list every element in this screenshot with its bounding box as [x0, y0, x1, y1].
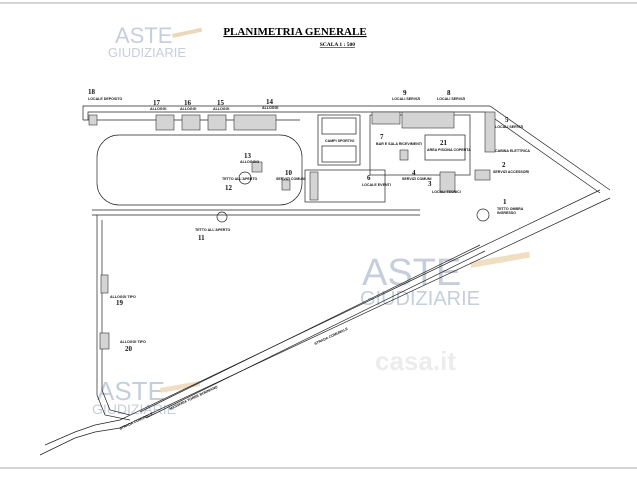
- svg-text:ASTE: ASTE: [115, 23, 172, 48]
- gazebo-1: [476, 208, 490, 222]
- casa-watermark: casa.it: [375, 346, 456, 376]
- page-title: PLANIMETRIA GENERALE: [223, 26, 366, 38]
- label-number: 15: [217, 99, 225, 107]
- building-3: [439, 171, 456, 193]
- label-text: SERVIZI ACCESSORI: [493, 170, 529, 174]
- building-5: [484, 111, 496, 153]
- label-text: CABINA ELETTRICA: [495, 149, 530, 153]
- label-number: 4: [412, 169, 416, 177]
- label-text: ALLOGGI TIPO: [120, 340, 146, 344]
- label-text: ALLOGGI TIPO: [110, 295, 136, 299]
- label-number: 20: [125, 345, 133, 353]
- building-6: [304, 169, 386, 203]
- building-20: [99, 332, 110, 350]
- building-16: [181, 114, 201, 131]
- label-number: 10: [285, 169, 293, 177]
- building-17: [155, 114, 175, 131]
- label-text: LOCALI SERVIZI: [392, 97, 420, 101]
- label-number: 14: [266, 98, 274, 106]
- aste-watermark: ASTE GIUDIZIARIE: [360, 251, 531, 310]
- label-text: TETTO ALL'APERTO: [195, 228, 231, 232]
- building-18: [88, 114, 98, 126]
- building-19: [100, 274, 109, 294]
- label-number: 6: [367, 174, 371, 182]
- label-text: CAMPI SPORTIVI: [325, 139, 354, 143]
- label-text: ALLOGGI: [213, 107, 229, 111]
- svg-text:GIUDIZIARIE: GIUDIZIARIE: [108, 45, 186, 60]
- building-14: [233, 114, 277, 131]
- building-2: [474, 169, 491, 181]
- label-number: 2: [502, 161, 506, 169]
- label-number: 16: [184, 99, 192, 107]
- label-number: 18: [88, 88, 96, 96]
- building-9: [371, 111, 401, 125]
- oval-field: [96, 134, 303, 206]
- label-number: 9: [403, 89, 407, 97]
- label-number: 3: [428, 180, 432, 188]
- scale-label: SCALA 1 : 500: [320, 42, 356, 48]
- label-text: SERVIZI COMUNI: [402, 177, 432, 181]
- gazebo-12: [238, 171, 252, 185]
- label-number: 13: [244, 152, 252, 160]
- building-15: [207, 114, 227, 131]
- aste-watermark: ASTE GIUDIZIARIE: [92, 376, 201, 417]
- label-text: ALLOGGIO: [240, 160, 259, 164]
- label-number: 5: [505, 116, 509, 124]
- road: [39, 189, 611, 456]
- label-number: 12: [225, 184, 233, 192]
- building-8: [401, 111, 455, 129]
- label-text: TETTO OMBRA: [497, 207, 524, 211]
- label-text: LOCALI SERVIZI: [437, 97, 465, 101]
- label-text: LOCALE DEPOSITO: [88, 97, 122, 101]
- label-number: 8: [447, 89, 451, 97]
- aste-watermark: ASTE GIUDIZIARIE: [108, 23, 203, 60]
- label-number: 17: [153, 99, 161, 107]
- label-text: SERVIZI COMUNI: [276, 177, 306, 181]
- label-number: 11: [198, 234, 205, 242]
- sports-fields: [317, 114, 361, 166]
- label-number: 21: [440, 139, 448, 147]
- label-text: LOCALI SERVIZI: [495, 125, 523, 129]
- label-text: ALLOGGI: [262, 106, 278, 110]
- label-text: LOCALE EVENTI: [362, 183, 391, 187]
- label-text: ALLOGGI: [150, 107, 166, 111]
- svg-text:GIUDIZIARIE: GIUDIZIARIE: [360, 288, 480, 310]
- label-number: 19: [116, 299, 124, 307]
- label-text: INGRESSO: [497, 211, 516, 215]
- building-13: [251, 161, 263, 173]
- road-label: STRADA COMUNALE: [314, 327, 349, 346]
- label-text: LOCALI TECNICI: [432, 190, 461, 194]
- building-10: [281, 179, 291, 191]
- label-text: BAR E SALA RICEVIMENTI: [376, 142, 422, 146]
- label-number: 7: [380, 133, 384, 141]
- svg-text:ASTE: ASTE: [97, 376, 165, 406]
- pool-area: [424, 134, 466, 161]
- gazebo-11: [216, 211, 228, 223]
- label-text: TETTO ALL'APERTO: [222, 177, 258, 181]
- label-number: 1: [503, 198, 507, 206]
- label-text: AREA PISCINA COPERTA: [427, 148, 471, 152]
- label-text: ALLOGGI: [180, 107, 196, 111]
